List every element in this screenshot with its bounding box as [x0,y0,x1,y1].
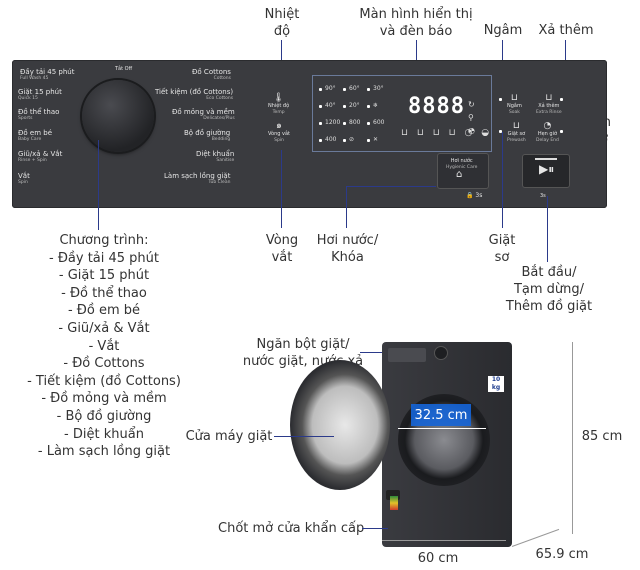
callout-line [346,186,347,228]
spin-800: 800 [349,119,361,126]
washing-machine: 10 kg [382,342,512,547]
spin-600: 600 [373,119,385,126]
depth-dimension-line [511,528,560,547]
callout-line [416,40,417,74]
play-pause-icon: ▶⏸ [539,162,555,176]
callout-hoi-nuoc: Hơi nước/Khóa [316,233,379,265]
detergent-drawer[interactable] [388,348,426,362]
program-knob [434,346,448,360]
home-icon: ⌂ [456,169,463,180]
spin-no: ⊘ [349,136,355,143]
clock-icon: ◔ [543,121,552,131]
start-hold-label: 3s [540,193,546,199]
program-item: - Vắt [88,338,120,354]
temp-cold: ❄ [373,102,379,109]
off-label: Tắt Off [115,66,133,72]
soak-icon: ⊔ [510,93,518,103]
status-icons: ↻⚲◔ [468,100,475,135]
callout-ngam: Ngâm [483,23,523,38]
callout-line [547,196,548,262]
program-item: - Diệt khuẩn [64,426,144,442]
program-item: - Đồ Cottons [63,356,145,372]
dial-right-label: Tiết kiệm (đồ Cottons)Eco Cottons [155,88,234,101]
width-dimension: 60 cm [417,551,459,566]
machine-door[interactable] [290,360,390,490]
start-pause-button[interactable]: ▶⏸ [522,154,570,188]
temp-40: 40° [325,102,336,109]
program-item: - Đồ thể thao [61,285,147,301]
depth-dimension: 65.9 cm [535,547,589,562]
height-dimension: 85 cm [581,429,623,444]
width-dimension-line [382,540,506,541]
temp-20: 20° [349,102,360,109]
digital-display: 8888 [408,94,465,119]
program-list: Chương trình: - Đầy tải 45 phút - Giặt 1… [24,232,184,461]
program-item: - Làm sạch lồng giặt [37,444,171,460]
temp-30: 30° [373,85,384,92]
door-diameter-box [411,404,471,426]
callout-line [281,150,282,228]
emergency-latch[interactable] [386,490,400,500]
program-item: - Giũ/xả & Vắt [58,320,150,336]
rinse-icon: ⊔ [545,93,553,103]
program-item: - Đồ mỏng và mềm [41,391,167,407]
program-item: - Giặt 15 phút [58,268,150,284]
door-diameter-line [398,428,486,429]
callout-xa-them: Xả thêm [538,23,594,38]
program-item: - Đầy tải 45 phút [49,250,159,266]
energy-label [390,496,398,510]
height-dimension-line [572,342,573,534]
spin-rinse-hold: ✕ [373,136,379,143]
prewash-icon: ⊔ [512,121,520,131]
callout-cua-may: Cửa máy giặt [185,429,273,444]
callout-line [362,528,388,529]
display-area: 90° 60° 30° 40° 20° ❄ 1200 800 600 400 ⊘… [312,75,492,152]
program-item: - Tiết kiệm (đồ Cottons) [27,373,181,389]
callout-line [274,436,334,437]
capacity-badge: 10 kg [488,376,504,392]
callout-chot-mo: Chốt mở cửa khẩn cấp [218,521,365,536]
program-item: - Đồ em bé [67,303,141,319]
thermometer-icon: 🌡 [272,93,285,103]
program-list-title: Chương trình: [59,233,149,248]
program-dial[interactable] [82,80,154,152]
door-diameter-value: 32.5 cm [414,408,468,423]
lock-icon: 🔒 3s [466,192,483,199]
temp-60: 60° [349,85,360,92]
callout-line [360,352,400,353]
callout-bat-dau: Bắt đầu/Tạm dừng/Thêm đồ giặt [505,265,593,314]
status-icons: ⊔ ⊔ ⊔ ⊔ ◔ ◒ [401,128,493,138]
spin-icon: ๑ [276,121,282,131]
program-item: - Bộ đồ giường [56,408,152,424]
callout-line [502,132,503,228]
temp-90: 90° [325,85,336,92]
spin-400: 400 [325,136,337,143]
callout-line [98,140,99,230]
callout-line [346,186,436,187]
spin-1200: 1200 [325,119,341,126]
